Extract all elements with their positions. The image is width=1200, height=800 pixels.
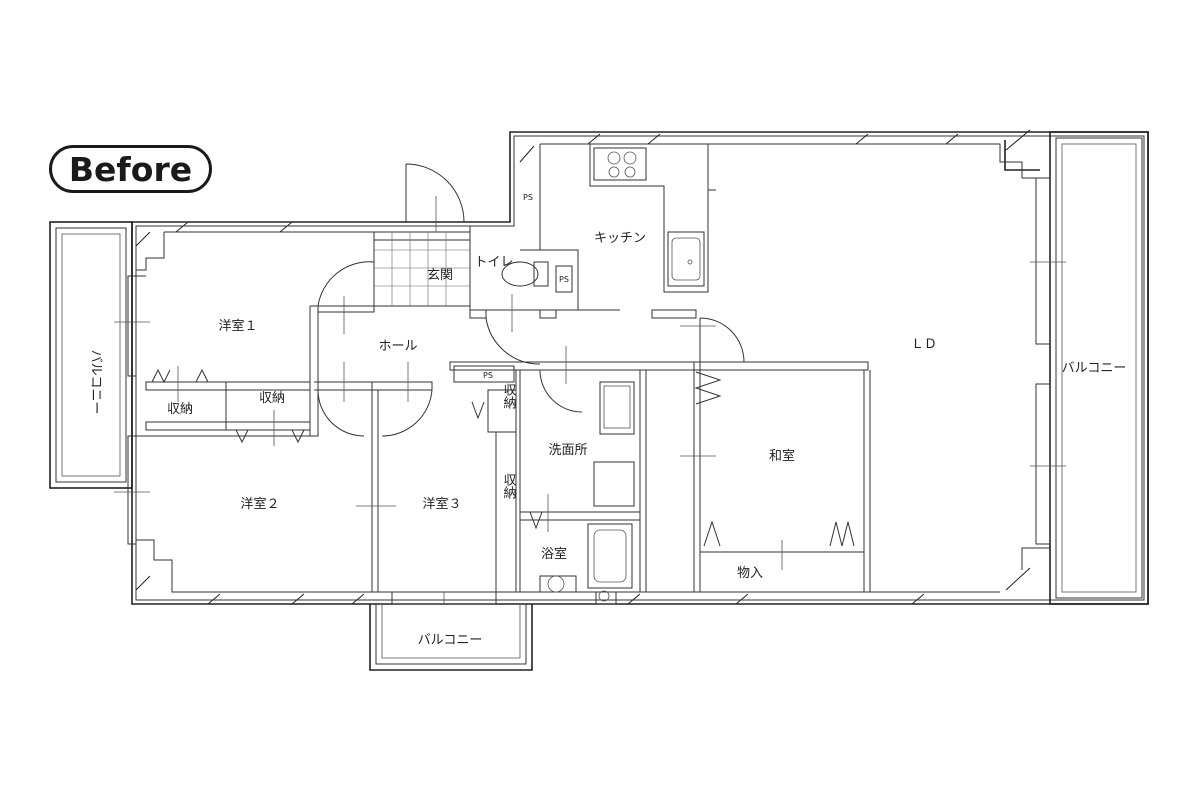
room-label-washroom: 洗面所 <box>548 443 587 458</box>
room-label-balcony-left: バルコニー <box>88 350 103 415</box>
genkan-tiles <box>374 232 470 306</box>
windows <box>127 177 1051 605</box>
room-label-closet-b: 収納 <box>259 391 285 406</box>
ps-label-3: PS <box>483 371 493 380</box>
room-label-toilet: トイレ <box>474 255 513 270</box>
bath-fixtures <box>547 575 610 602</box>
kitchen-sink <box>671 237 701 281</box>
toilet-fixture <box>501 261 549 287</box>
room-label-closet-a: 収納 <box>167 402 193 417</box>
door-swings <box>317 163 745 437</box>
room-label-western1: 洋室１ <box>218 318 257 334</box>
room-label-balcony-right: バルコニー <box>1062 361 1127 376</box>
room-label-ld: ＬＤ <box>911 337 937 352</box>
before-badge: Before <box>49 145 212 193</box>
room-label-hall: ホール <box>378 339 417 354</box>
room-label-bathroom: 浴室 <box>541 546 567 562</box>
room-label-oshiire: 物入 <box>737 566 763 581</box>
balcony-bottom-area <box>369 604 533 671</box>
room-label-balcony-bottom: バルコニー <box>418 633 483 648</box>
opening-marks <box>114 196 1066 570</box>
ps-label-1: PS <box>523 193 533 202</box>
balcony-left-area <box>49 221 133 489</box>
room-label-entrance: 玄関 <box>427 268 453 283</box>
room-label-japanese: 和室 <box>769 448 795 464</box>
ps-label-2: PS <box>559 275 569 284</box>
interior-walls <box>145 144 871 605</box>
folding-doors <box>151 368 855 547</box>
kitchen-stove <box>607 151 637 178</box>
room-label-western3: 洋室３ <box>422 496 461 512</box>
room-label-western2: 洋室２ <box>240 496 279 512</box>
room-label-kitchen: キッチン <box>594 231 646 246</box>
balcony-right-area <box>1049 131 1149 605</box>
room-label-closet-c: 収納 <box>501 383 517 410</box>
room-label-closet-d: 収納 <box>501 473 517 500</box>
